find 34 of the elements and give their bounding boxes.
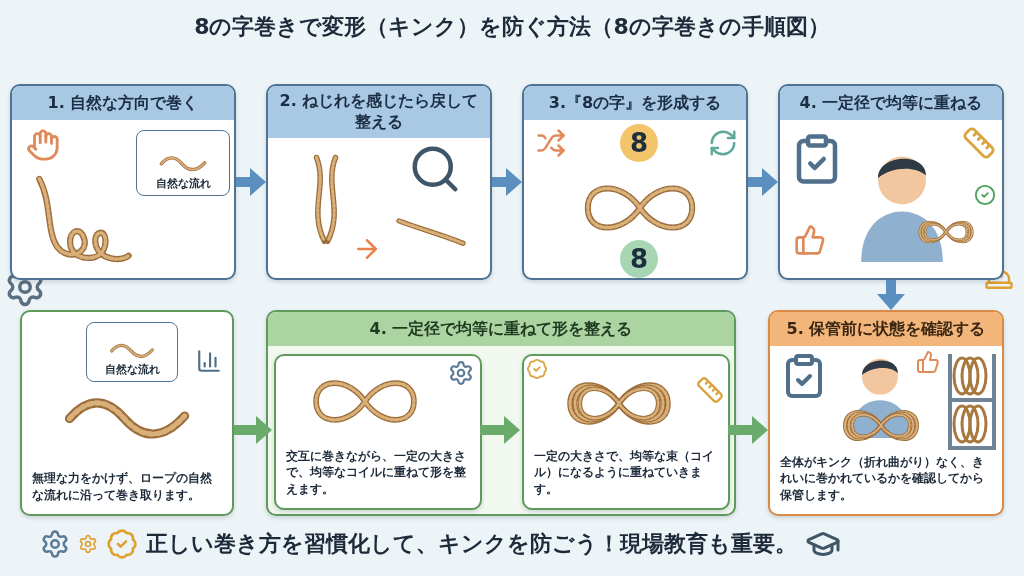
arrow <box>748 168 778 196</box>
arrow <box>236 168 266 196</box>
speech-bubble <box>136 130 230 196</box>
step-heading: 4. 一定径で均等に重ねる <box>780 86 1002 120</box>
speech-bubble <box>86 322 178 382</box>
diagram-title: 8の字巻きで変形（キンク）を防ぐ方法（8の字巻きの手順図） <box>194 13 830 41</box>
step-card <box>266 84 492 280</box>
step-card <box>10 84 236 280</box>
step-heading: 4. 一定径で均等に重ねて形を整える <box>268 312 734 346</box>
step-description: 交互に巻きながら、一定の大きさで、均等なコイルに重ねて形を整えます。 <box>285 447 467 499</box>
step-group-panel <box>266 310 736 516</box>
bubble-caption: 自然な流れ <box>155 176 211 191</box>
step-card <box>768 310 1004 516</box>
step-card <box>522 84 748 280</box>
step-card <box>778 84 1004 280</box>
step-card <box>20 310 234 516</box>
arrow <box>728 416 768 444</box>
arrow <box>234 416 272 444</box>
bubble-caption: 自然な流れ <box>104 362 160 377</box>
number-badge: 8 <box>620 240 658 278</box>
step-panel <box>274 354 482 510</box>
step-heading: 2. ねじれを感じたら戻して整える <box>268 86 490 138</box>
tagline: 正しい巻き方を習慣化して、キンクを防ごう！現場教育も重要。 <box>146 530 797 558</box>
number-badge: 8 <box>620 124 658 162</box>
step-heading: 1. 自然な方向で巻く <box>12 86 234 120</box>
step-heading: 3.『8の字』を形成する <box>524 86 746 120</box>
step-description: 無理な力をかけず、ロープの自然な流れに沿って巻き取ります。 <box>31 470 213 505</box>
step-description: 一定の大きさで、均等な束（コイル）になるように重ねていきます。 <box>533 447 715 499</box>
step-heading: 5. 保管前に状態を確認する <box>770 312 1002 346</box>
step-description: 全体がキンク（折れ曲がり）なく、きれいに巻かれているかを確認してから保管します。 <box>779 453 985 505</box>
arrow <box>877 280 905 310</box>
arrow <box>480 416 520 444</box>
arrow <box>492 168 522 196</box>
step-panel <box>522 354 730 510</box>
